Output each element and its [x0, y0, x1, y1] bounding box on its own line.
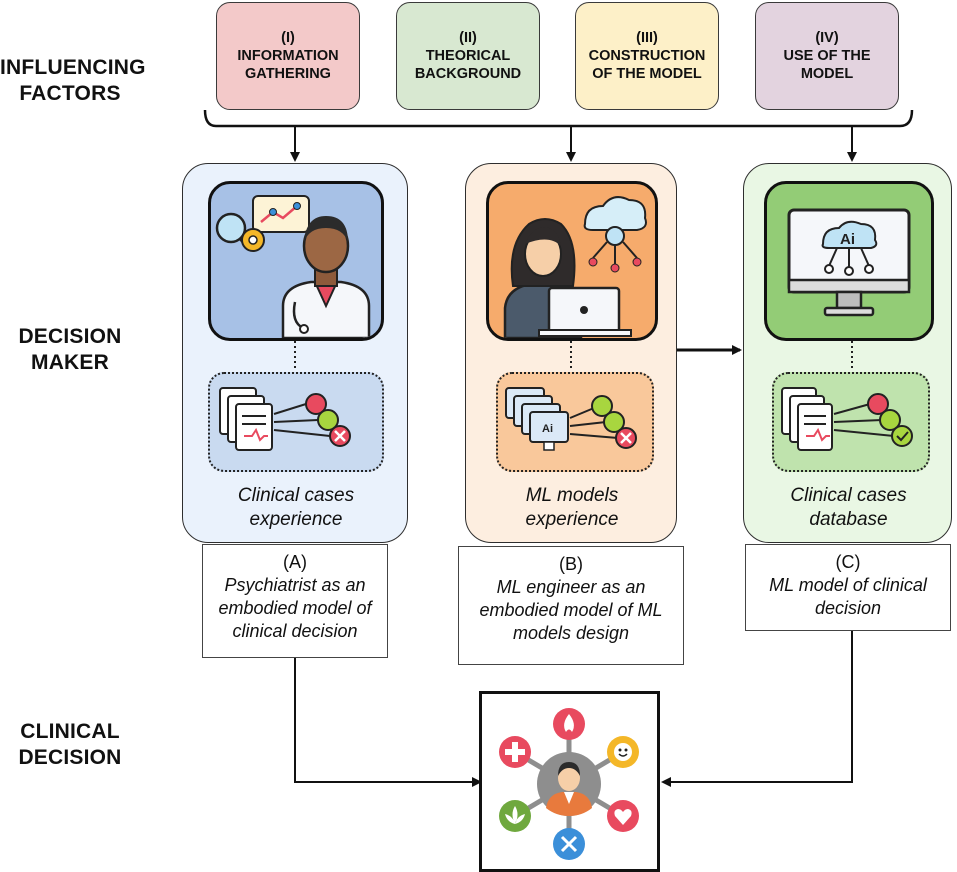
- description-line: clinical decision: [232, 621, 358, 641]
- description-psychiatrist: (A) Psychiatrist as an embodied model of…: [202, 544, 388, 658]
- row-label-decision-maker: DECISION MAKER: [0, 324, 140, 376]
- factor-line: CONSTRUCTION: [588, 48, 706, 64]
- description-ml-model: (C) ML model of clinical decision: [745, 544, 951, 631]
- caption-line: database: [809, 509, 888, 530]
- factor-line: USE OF THE: [783, 48, 871, 64]
- row-label-line: MAKER: [31, 351, 109, 374]
- factor-information-gathering: (I) INFORMATION GATHERING: [216, 2, 360, 110]
- description-line: decision: [814, 598, 882, 618]
- factor-construction-of-model: (III) CONSTRUCTION OF THE MODEL: [575, 2, 719, 110]
- factor-numeral: (IV): [815, 30, 839, 46]
- factor-use-of-model: (IV) USE OF THE MODEL: [755, 2, 899, 110]
- factors-bracket: [203, 109, 914, 128]
- description-line: ML model of clinical: [769, 575, 927, 595]
- factor-line: GATHERING: [245, 66, 331, 82]
- description-letter: (A): [283, 552, 307, 572]
- patient-decision-hub-icon: [479, 691, 660, 872]
- caption-line: Clinical cases: [237, 485, 355, 506]
- arrow-c-to-outcome: [661, 631, 853, 787]
- row-label-influencing-factors: INFLUENCING FACTORS: [0, 55, 146, 107]
- description-line: ML engineer as an: [496, 577, 646, 597]
- row-label-line: DECISION: [18, 746, 122, 769]
- psychiatrist-doctor-icon: [208, 181, 384, 341]
- panel-psychiatrist: Clinical cases experience: [182, 163, 408, 543]
- factor-theorical-background: (II) THEORICAL BACKGROUND: [396, 2, 540, 110]
- clinical-cases-icon-group: [208, 372, 384, 472]
- clinical-cases-database-icon-group: [772, 372, 930, 472]
- caption-line: experience: [525, 509, 619, 530]
- factor-line: BACKGROUND: [414, 66, 522, 82]
- description-line: embodied model of ML: [479, 600, 663, 620]
- description-line: embodied model of: [218, 598, 372, 618]
- factor-line: INFORMATION: [237, 48, 339, 64]
- panel-ml-model: Ai: [743, 163, 952, 543]
- panel-caption: Clinical cases database: [744, 484, 953, 532]
- factor-numeral: (II): [459, 30, 477, 46]
- caption-line: Clinical cases: [790, 485, 907, 506]
- arrow-a-to-outcome: [294, 658, 482, 787]
- row-label-line: INFLUENCING: [0, 56, 146, 79]
- ai-label: Ai: [840, 231, 855, 248]
- ml-engineer-laptop-icon: [486, 181, 658, 341]
- factor-line: MODEL: [800, 66, 854, 82]
- row-label-line: DECISION: [18, 325, 122, 348]
- description-letter: (B): [559, 554, 583, 574]
- ml-models-icon-group: Ai: [496, 372, 654, 472]
- row-label-clinical-decision: CLINICAL DECISION: [0, 719, 140, 771]
- factor-numeral: (III): [636, 30, 658, 46]
- caption-line: ML models: [525, 485, 619, 506]
- ai-monitor-icon: Ai: [764, 181, 934, 341]
- panel-caption: Clinical cases experience: [183, 484, 409, 532]
- row-label-line: FACTORS: [19, 82, 121, 105]
- description-line: Psychiatrist as an: [224, 575, 366, 595]
- panel-caption: ML models experience: [466, 484, 678, 532]
- factor-line: THEORICAL: [425, 48, 511, 64]
- ai-label: Ai: [542, 423, 553, 435]
- factor-line: OF THE MODEL: [592, 66, 702, 82]
- description-ml-engineer: (B) ML engineer as an embodied model of …: [458, 546, 684, 665]
- description-letter: (C): [835, 552, 861, 572]
- row-label-line: CLINICAL: [20, 720, 120, 743]
- factor-numeral: (I): [281, 30, 295, 46]
- caption-line: experience: [249, 509, 343, 530]
- description-line: models design: [512, 623, 630, 643]
